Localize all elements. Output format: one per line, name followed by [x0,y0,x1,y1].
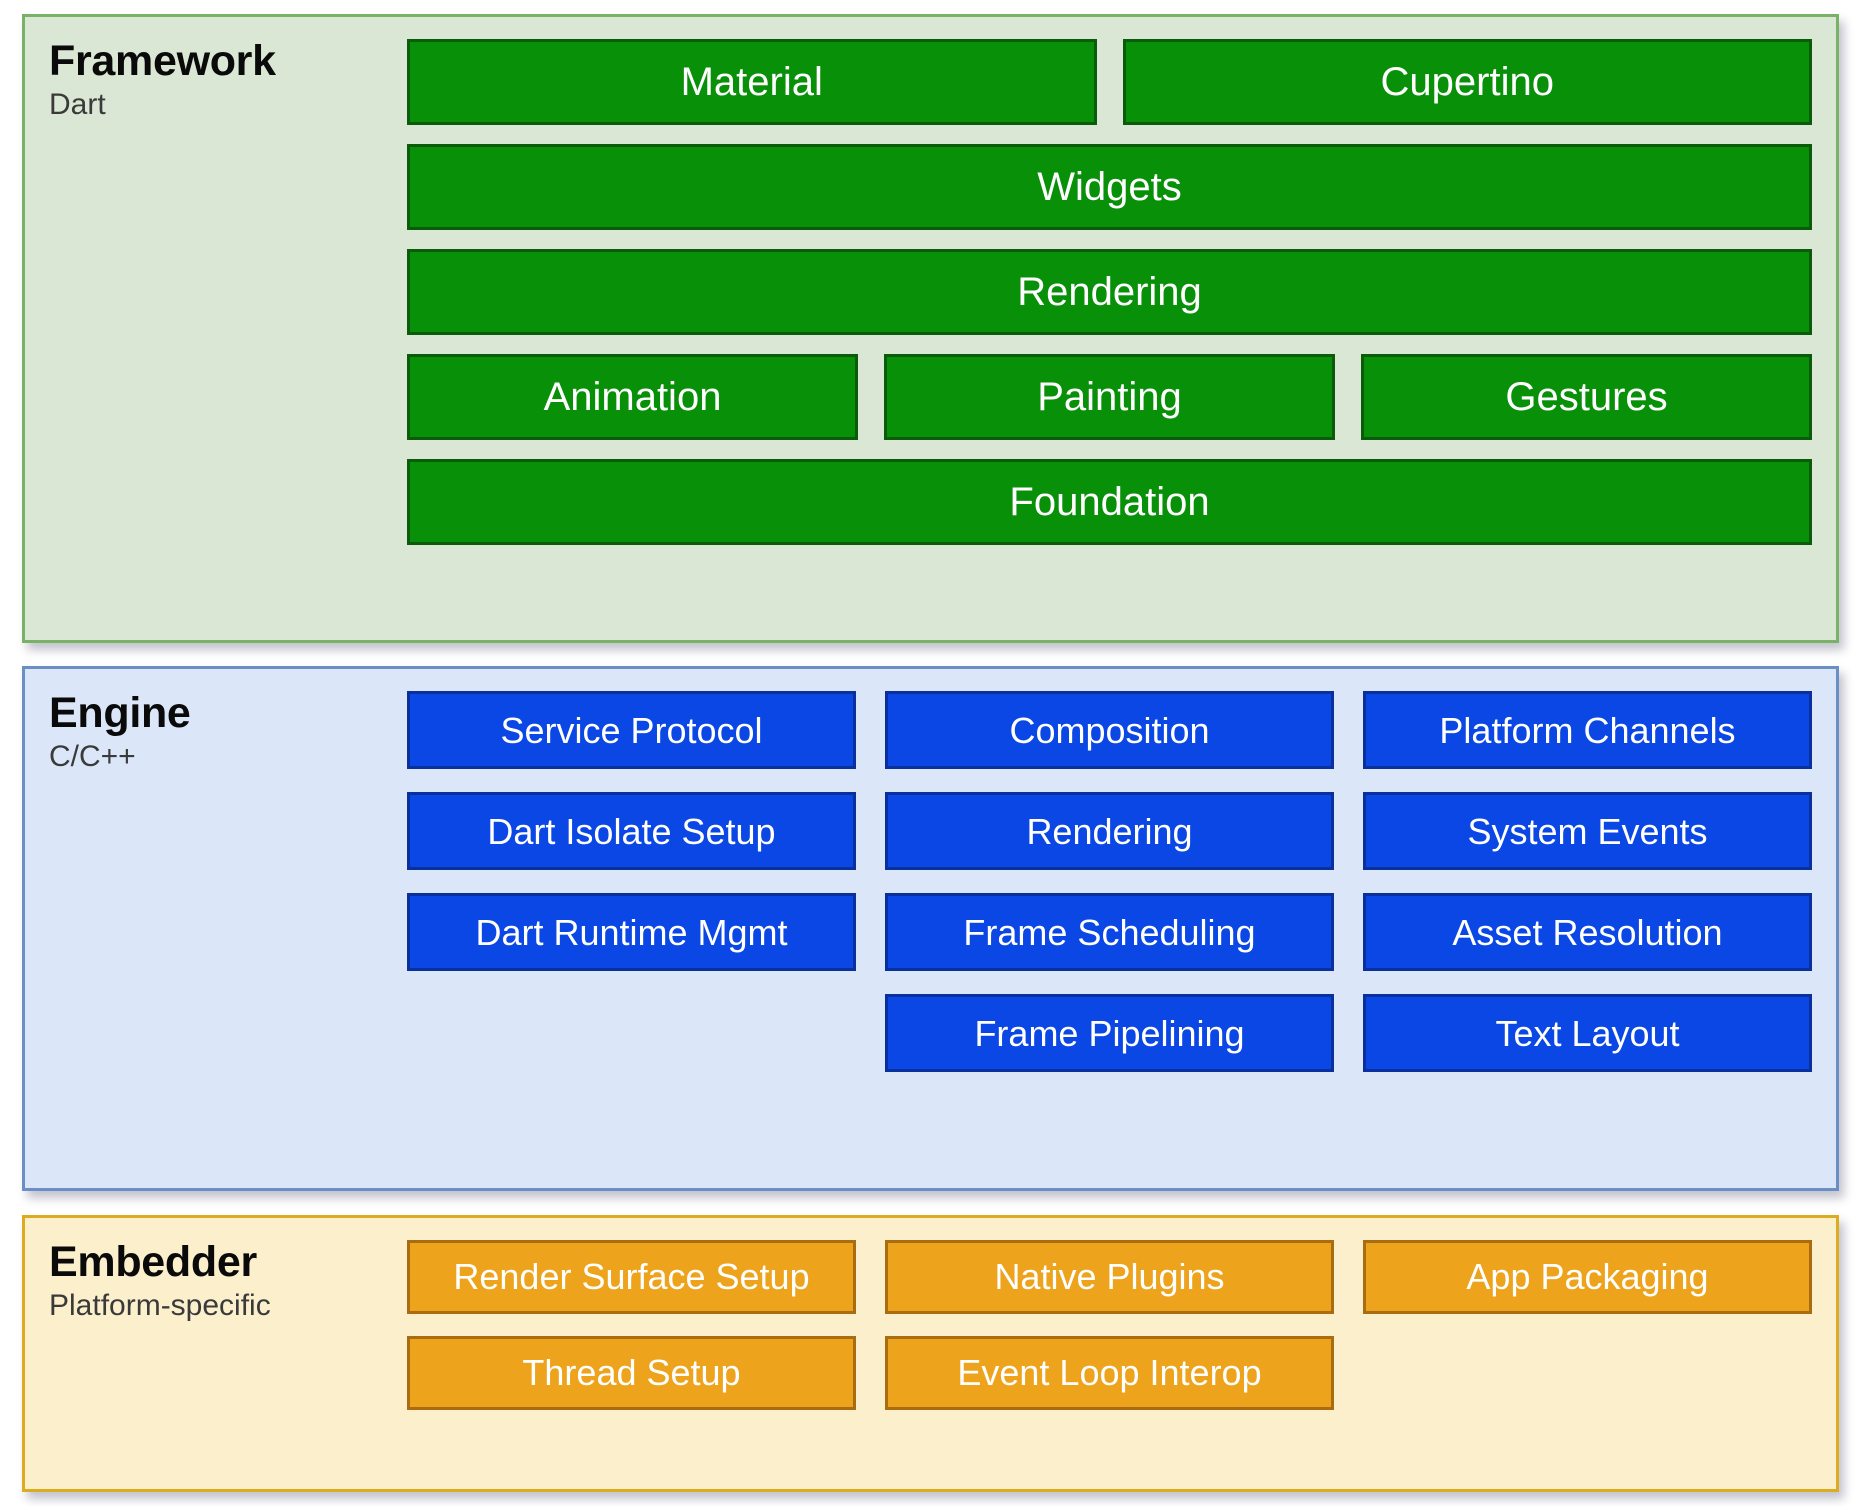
framework-box-foundation[interactable]: Foundation [407,459,1812,545]
embedder-box-render-surface-setup[interactable]: Render Surface Setup [407,1240,856,1315]
row-gap [1097,39,1123,125]
framework-box-material[interactable]: Material [407,39,1097,125]
engine-box-frame-pipelining[interactable]: Frame Pipelining [885,994,1334,1073]
engine-row-1: Service Protocol Composition Platform Ch… [407,691,1812,770]
layer-title-embedder: Embedder [49,1238,257,1287]
framework-box-painting[interactable]: Painting [884,354,1335,440]
row-gap [856,893,885,971]
framework-row-3: Rendering [407,249,1812,335]
row-gap [1334,1336,1363,1410]
layer-title-engine: Engine [49,689,191,738]
row-gap [1334,994,1363,1072]
layer-body-engine: Service Protocol Composition Platform Ch… [407,669,1836,1188]
engine-box-frame-scheduling[interactable]: Frame Scheduling [885,893,1334,972]
engine-row-4: Frame Pipelining Text Layout [407,994,1812,1073]
layer-panel-framework: Framework Dart Material Cupertino Widget… [22,14,1839,644]
engine-cell: Frame Scheduling [885,893,1334,972]
layer-panel-engine: Engine C/C++ Service Protocol Compositio… [22,666,1839,1192]
row-gap [856,792,885,870]
framework-row-5: Foundation [407,459,1812,545]
engine-cell: Dart Runtime Mgmt [407,893,856,972]
engine-cell: Asset Resolution [1363,893,1812,972]
embedder-row-1: Render Surface Setup Native Plugins App … [407,1240,1812,1315]
engine-box-text-layout[interactable]: Text Layout [1363,994,1812,1073]
framework-box-widgets[interactable]: Widgets [407,144,1812,230]
layer-label-embedder: Embedder Platform-specific [25,1218,407,1489]
row-gap [856,1336,885,1410]
framework-box-gestures[interactable]: Gestures [1361,354,1812,440]
layer-body-embedder: Render Surface Setup Native Plugins App … [407,1218,1836,1489]
engine-box-service-protocol[interactable]: Service Protocol [407,691,856,770]
embedder-row-2: Thread Setup Event Loop Interop [407,1336,1812,1411]
layer-title-framework: Framework [49,37,276,85]
layer-subtitle-embedder: Platform-specific [49,1288,271,1322]
layer-subtitle-framework: Dart [49,87,106,121]
embedder-box-event-loop-interop[interactable]: Event Loop Interop [885,1336,1334,1411]
framework-box-rendering[interactable]: Rendering [407,249,1812,335]
embedder-cell: Thread Setup [407,1336,856,1411]
row-gap [858,354,884,440]
engine-cell: Platform Channels [1363,691,1812,770]
embedder-cell: Event Loop Interop [885,1336,1334,1411]
row-gap [1334,792,1363,870]
embedder-cell: Native Plugins [885,1240,1334,1315]
embedder-box-native-plugins[interactable]: Native Plugins [885,1240,1334,1315]
row-gap [1335,354,1361,440]
engine-box-asset-resolution[interactable]: Asset Resolution [1363,893,1812,972]
framework-box-animation[interactable]: Animation [407,354,858,440]
row-gap [856,691,885,769]
engine-row-2: Dart Isolate Setup Rendering System Even… [407,792,1812,871]
engine-cell: Composition [885,691,1334,770]
engine-cell: Dart Isolate Setup [407,792,856,871]
framework-box-cupertino[interactable]: Cupertino [1122,39,1812,125]
row-gap [856,994,885,1072]
layer-subtitle-engine: C/C++ [49,740,136,774]
row-gap [1334,691,1363,769]
row-gap [1334,1240,1363,1314]
engine-box-platform-channels[interactable]: Platform Channels [1363,691,1812,770]
framework-row-1: Material Cupertino [407,39,1812,125]
layer-body-framework: Material Cupertino Widgets Rendering Ani… [407,17,1836,640]
engine-box-rendering[interactable]: Rendering [885,792,1334,871]
engine-box-composition[interactable]: Composition [885,691,1334,770]
embedder-cell: Render Surface Setup [407,1240,856,1315]
layer-panel-embedder: Embedder Platform-specific Render Surfac… [22,1215,1839,1492]
engine-box-dart-isolate-setup[interactable]: Dart Isolate Setup [407,792,856,871]
embedder-box-app-packaging[interactable]: App Packaging [1363,1240,1812,1315]
engine-cell: Frame Pipelining [885,994,1334,1073]
layer-label-framework: Framework Dart [25,17,407,640]
engine-box-dart-runtime-mgmt[interactable]: Dart Runtime Mgmt [407,893,856,972]
embedder-cell: App Packaging [1363,1240,1812,1315]
row-gap [856,1240,885,1314]
row-gap [1334,893,1363,971]
engine-cell: Text Layout [1363,994,1812,1073]
engine-cell: Service Protocol [407,691,856,770]
embedder-box-thread-setup[interactable]: Thread Setup [407,1336,856,1411]
engine-cell: Rendering [885,792,1334,871]
engine-row-3: Dart Runtime Mgmt Frame Scheduling Asset… [407,893,1812,972]
engine-box-system-events[interactable]: System Events [1363,792,1812,871]
framework-row-2: Widgets [407,144,1812,230]
layer-label-engine: Engine C/C++ [25,669,407,1188]
engine-cell: System Events [1363,792,1812,871]
framework-row-4: Animation Painting Gestures [407,354,1812,440]
